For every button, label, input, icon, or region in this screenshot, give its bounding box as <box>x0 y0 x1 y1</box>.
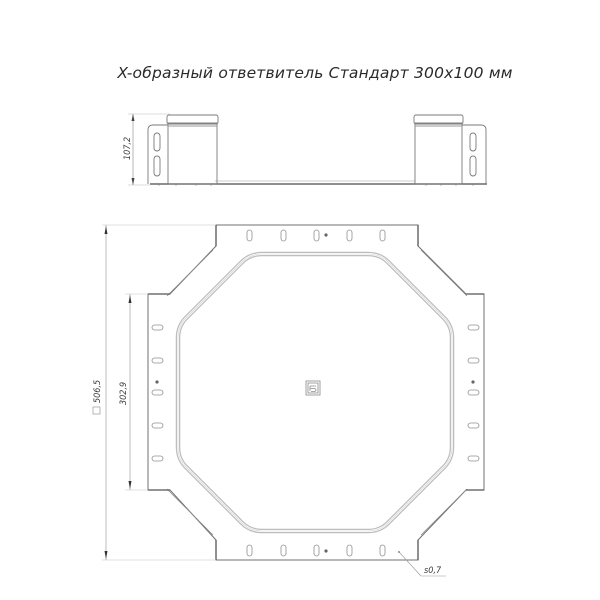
bottom-slots <box>246 544 386 557</box>
thickness-label: s0,7 <box>424 566 442 576</box>
side-view <box>147 114 487 186</box>
inner-dimension: 302,9 <box>119 293 148 491</box>
drawing-title: X-образный ответвитель Стандарт 300x100 … <box>117 64 513 82</box>
left-slots <box>151 324 164 462</box>
manufacturer-logo-icon <box>305 380 321 396</box>
inner-dimension-label: 302,9 <box>119 382 129 405</box>
top-slots <box>246 229 386 242</box>
overall-dimension: 506,5 <box>92 224 216 561</box>
height-dimension-label: 107,2 <box>123 137 133 160</box>
right-slots <box>467 324 480 462</box>
height-dimension: 107,2 <box>123 113 170 186</box>
overall-dimension-label: 506,5 <box>93 380 103 403</box>
outer-contour <box>147 224 485 561</box>
square-symbol-icon <box>92 406 101 415</box>
thickness-callout: s0,7 <box>398 551 446 577</box>
top-view <box>147 224 485 561</box>
